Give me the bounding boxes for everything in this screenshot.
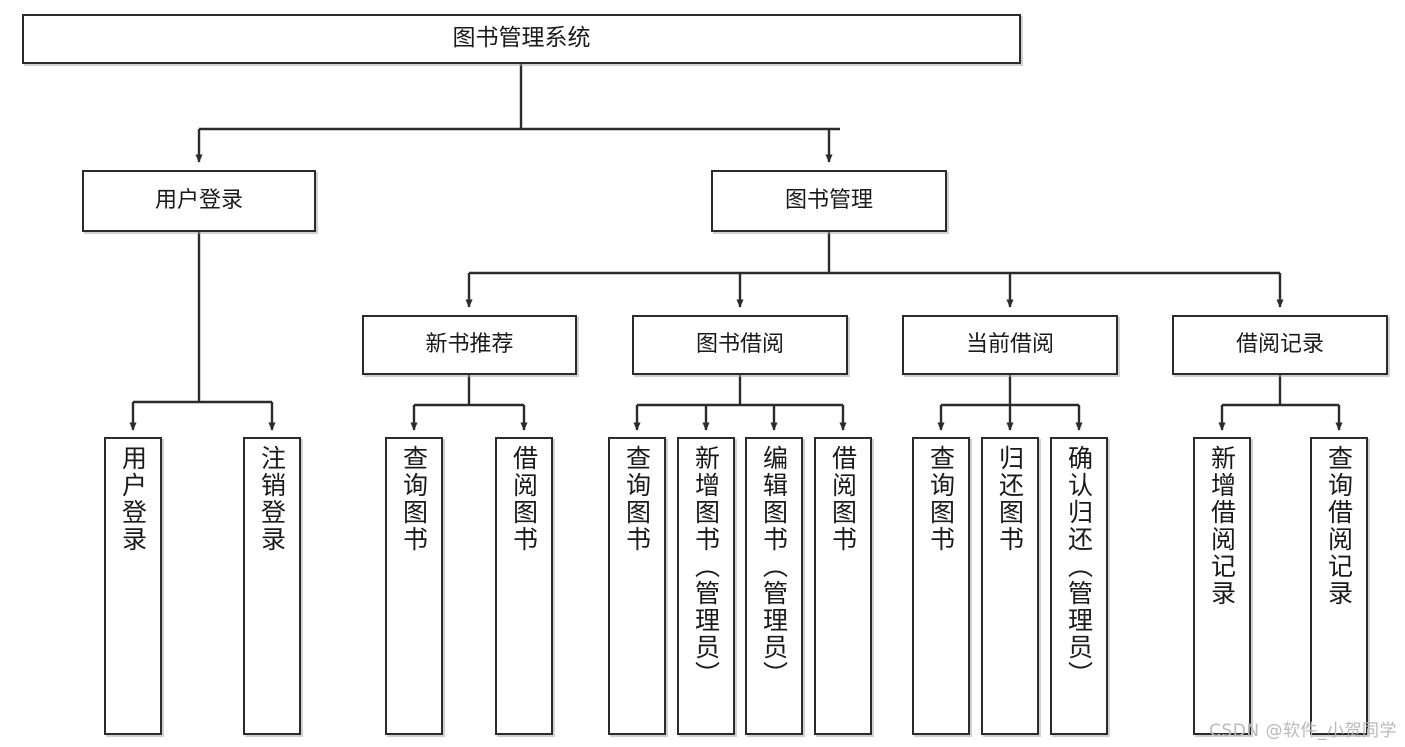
leaf-logout-login[interactable]: 注销登录 (243, 437, 301, 735)
leaf-borrow-book-2-label: 借阅图书 (828, 445, 858, 553)
leaf-user-login-label: 用户登录 (118, 445, 148, 553)
leaf-borrow-book-1[interactable]: 借阅图书 (495, 437, 553, 735)
node-borrow-record[interactable]: 借阅记录 (1172, 315, 1388, 375)
node-user-login-label: 用户登录 (154, 188, 243, 214)
leaf-query-book-2[interactable]: 查询图书 (608, 437, 666, 735)
node-current-borrow[interactable]: 当前借阅 (902, 315, 1118, 375)
node-borrow-record-label: 借阅记录 (1235, 332, 1324, 358)
leaf-query-book-2-label: 查询图书 (622, 445, 652, 553)
node-book-borrow-label: 图书借阅 (695, 332, 784, 358)
leaf-query-book-3[interactable]: 查询图书 (912, 437, 970, 735)
leaf-add-book-label: 新增图书（管理员） (691, 445, 721, 688)
node-user-login[interactable]: 用户登录 (82, 170, 316, 232)
leaf-query-book-1[interactable]: 查询图书 (385, 437, 443, 735)
leaf-add-record[interactable]: 新增借阅记录 (1193, 437, 1251, 735)
node-book-management[interactable]: 图书管理 (711, 170, 947, 232)
node-new-book-recommend-label: 新书推荐 (425, 332, 514, 358)
node-book-borrow[interactable]: 图书借阅 (632, 315, 848, 375)
leaf-confirm-return[interactable]: 确认归还（管理员） (1050, 437, 1108, 735)
node-new-book-recommend[interactable]: 新书推荐 (362, 315, 577, 375)
leaf-return-book-label: 归还图书 (995, 445, 1025, 553)
node-root-label: 图书管理系统 (452, 25, 591, 52)
leaf-borrow-book-1-label: 借阅图书 (509, 445, 539, 553)
node-root[interactable]: 图书管理系统 (22, 14, 1021, 64)
leaf-logout-login-label: 注销登录 (257, 445, 287, 553)
leaf-return-book[interactable]: 归还图书 (981, 437, 1039, 735)
leaf-borrow-book-2[interactable]: 借阅图书 (814, 437, 872, 735)
leaf-query-book-1-label: 查询图书 (399, 445, 429, 553)
node-current-borrow-label: 当前借阅 (965, 332, 1054, 358)
leaf-query-book-3-label: 查询图书 (926, 445, 956, 553)
leaf-user-login[interactable]: 用户登录 (104, 437, 162, 735)
leaf-confirm-return-label: 确认归还（管理员） (1064, 445, 1094, 688)
node-book-management-label: 图书管理 (784, 188, 873, 214)
leaf-edit-book[interactable]: 编辑图书（管理员） (745, 437, 803, 735)
leaf-query-record[interactable]: 查询借阅记录 (1310, 437, 1368, 735)
leaf-add-record-label: 新增借阅记录 (1207, 445, 1237, 607)
leaf-edit-book-label: 编辑图书（管理员） (759, 445, 789, 688)
leaf-query-record-label: 查询借阅记录 (1324, 445, 1354, 607)
leaf-add-book[interactable]: 新增图书（管理员） (677, 437, 735, 735)
